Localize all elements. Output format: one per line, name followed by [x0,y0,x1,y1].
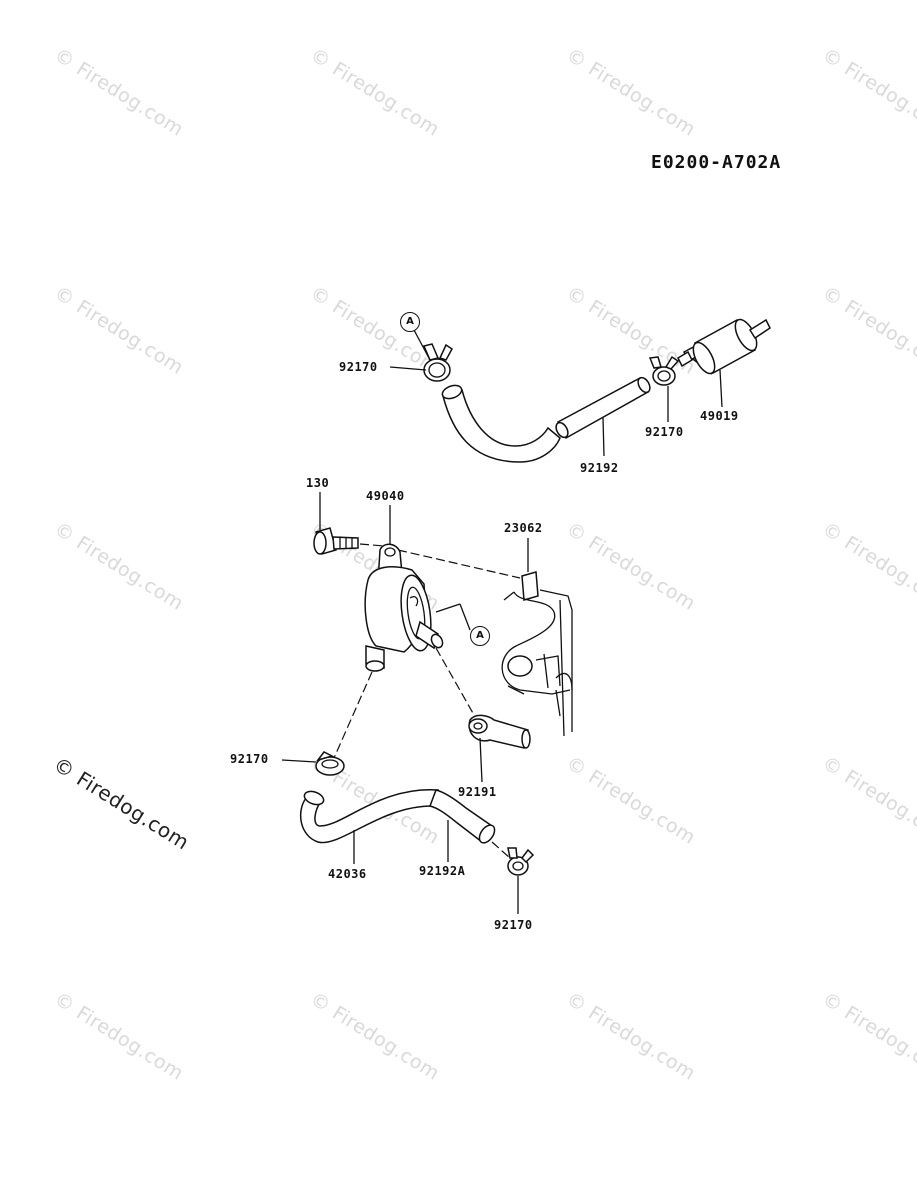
part-label-fuel-filter: 49019 [700,409,739,423]
part-label-clamp-left: 92170 [230,752,269,766]
leader [602,417,605,457]
part-label-pipe: 42036 [328,867,367,881]
part-label-bolt: 130 [306,476,330,490]
leader [413,329,431,361]
leader [435,603,461,613]
diagram-code: E0200-A702A [651,152,782,173]
assembly-line [397,549,521,579]
fuel-pump [364,543,444,672]
part-label-hose-bottom: 92192A [419,864,466,878]
leader [479,737,483,783]
assembly-line [359,543,385,547]
pipe [299,789,496,844]
fuel-filter [677,318,771,375]
assembly-line [435,647,479,723]
bracket [501,571,573,737]
leader [389,366,427,371]
leader [459,603,471,631]
assembly-line [491,841,511,859]
part-label-grommet: 23062 [504,521,543,535]
part-label-fuel-pump: 49040 [366,489,405,503]
assembly-line [333,671,373,759]
leader [719,369,723,408]
clamp-left [315,751,345,776]
clamp-top-mid [648,355,680,386]
callout-a-pump: A [470,626,490,646]
part-label-hose-short: 92191 [458,785,497,799]
part-label-clamp-top-mid: 92170 [645,425,684,439]
bolt [313,527,359,555]
hose-top [441,376,651,463]
part-label-clamp-bottom: 92170 [494,918,533,932]
leader [281,759,317,763]
part-label-clamp-top-left: 92170 [339,360,378,374]
part-label-hose-top: 92192 [580,461,619,475]
hose-short [468,714,531,749]
clamp-top-left [422,343,453,382]
clamp-bottom [507,847,535,876]
callout-a-top: A [400,312,420,332]
